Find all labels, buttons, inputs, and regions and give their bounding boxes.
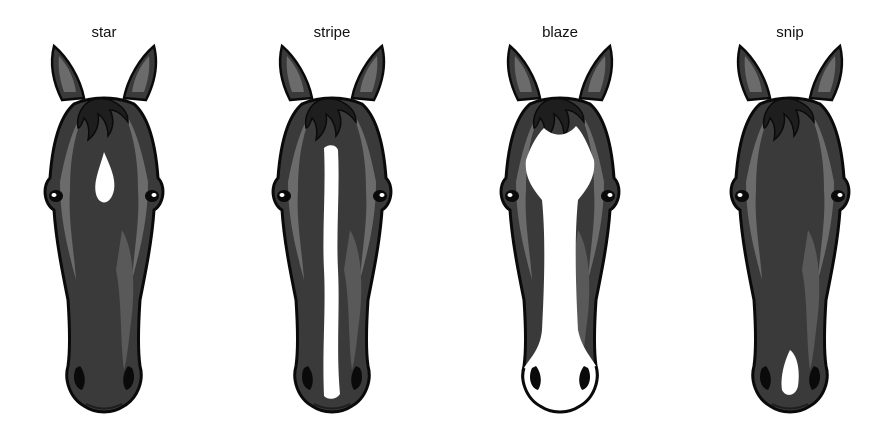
stripe-marking bbox=[323, 145, 340, 399]
stripe-panel: stripe bbox=[232, 0, 432, 424]
snip-panel: snip bbox=[690, 0, 883, 424]
horse-head-snip bbox=[690, 0, 883, 424]
horse-head-star bbox=[4, 0, 204, 424]
horse-head-stripe bbox=[232, 0, 432, 424]
star-panel: star bbox=[4, 0, 204, 424]
blaze-panel: blaze bbox=[460, 0, 660, 424]
horse-head-blaze bbox=[460, 0, 660, 424]
